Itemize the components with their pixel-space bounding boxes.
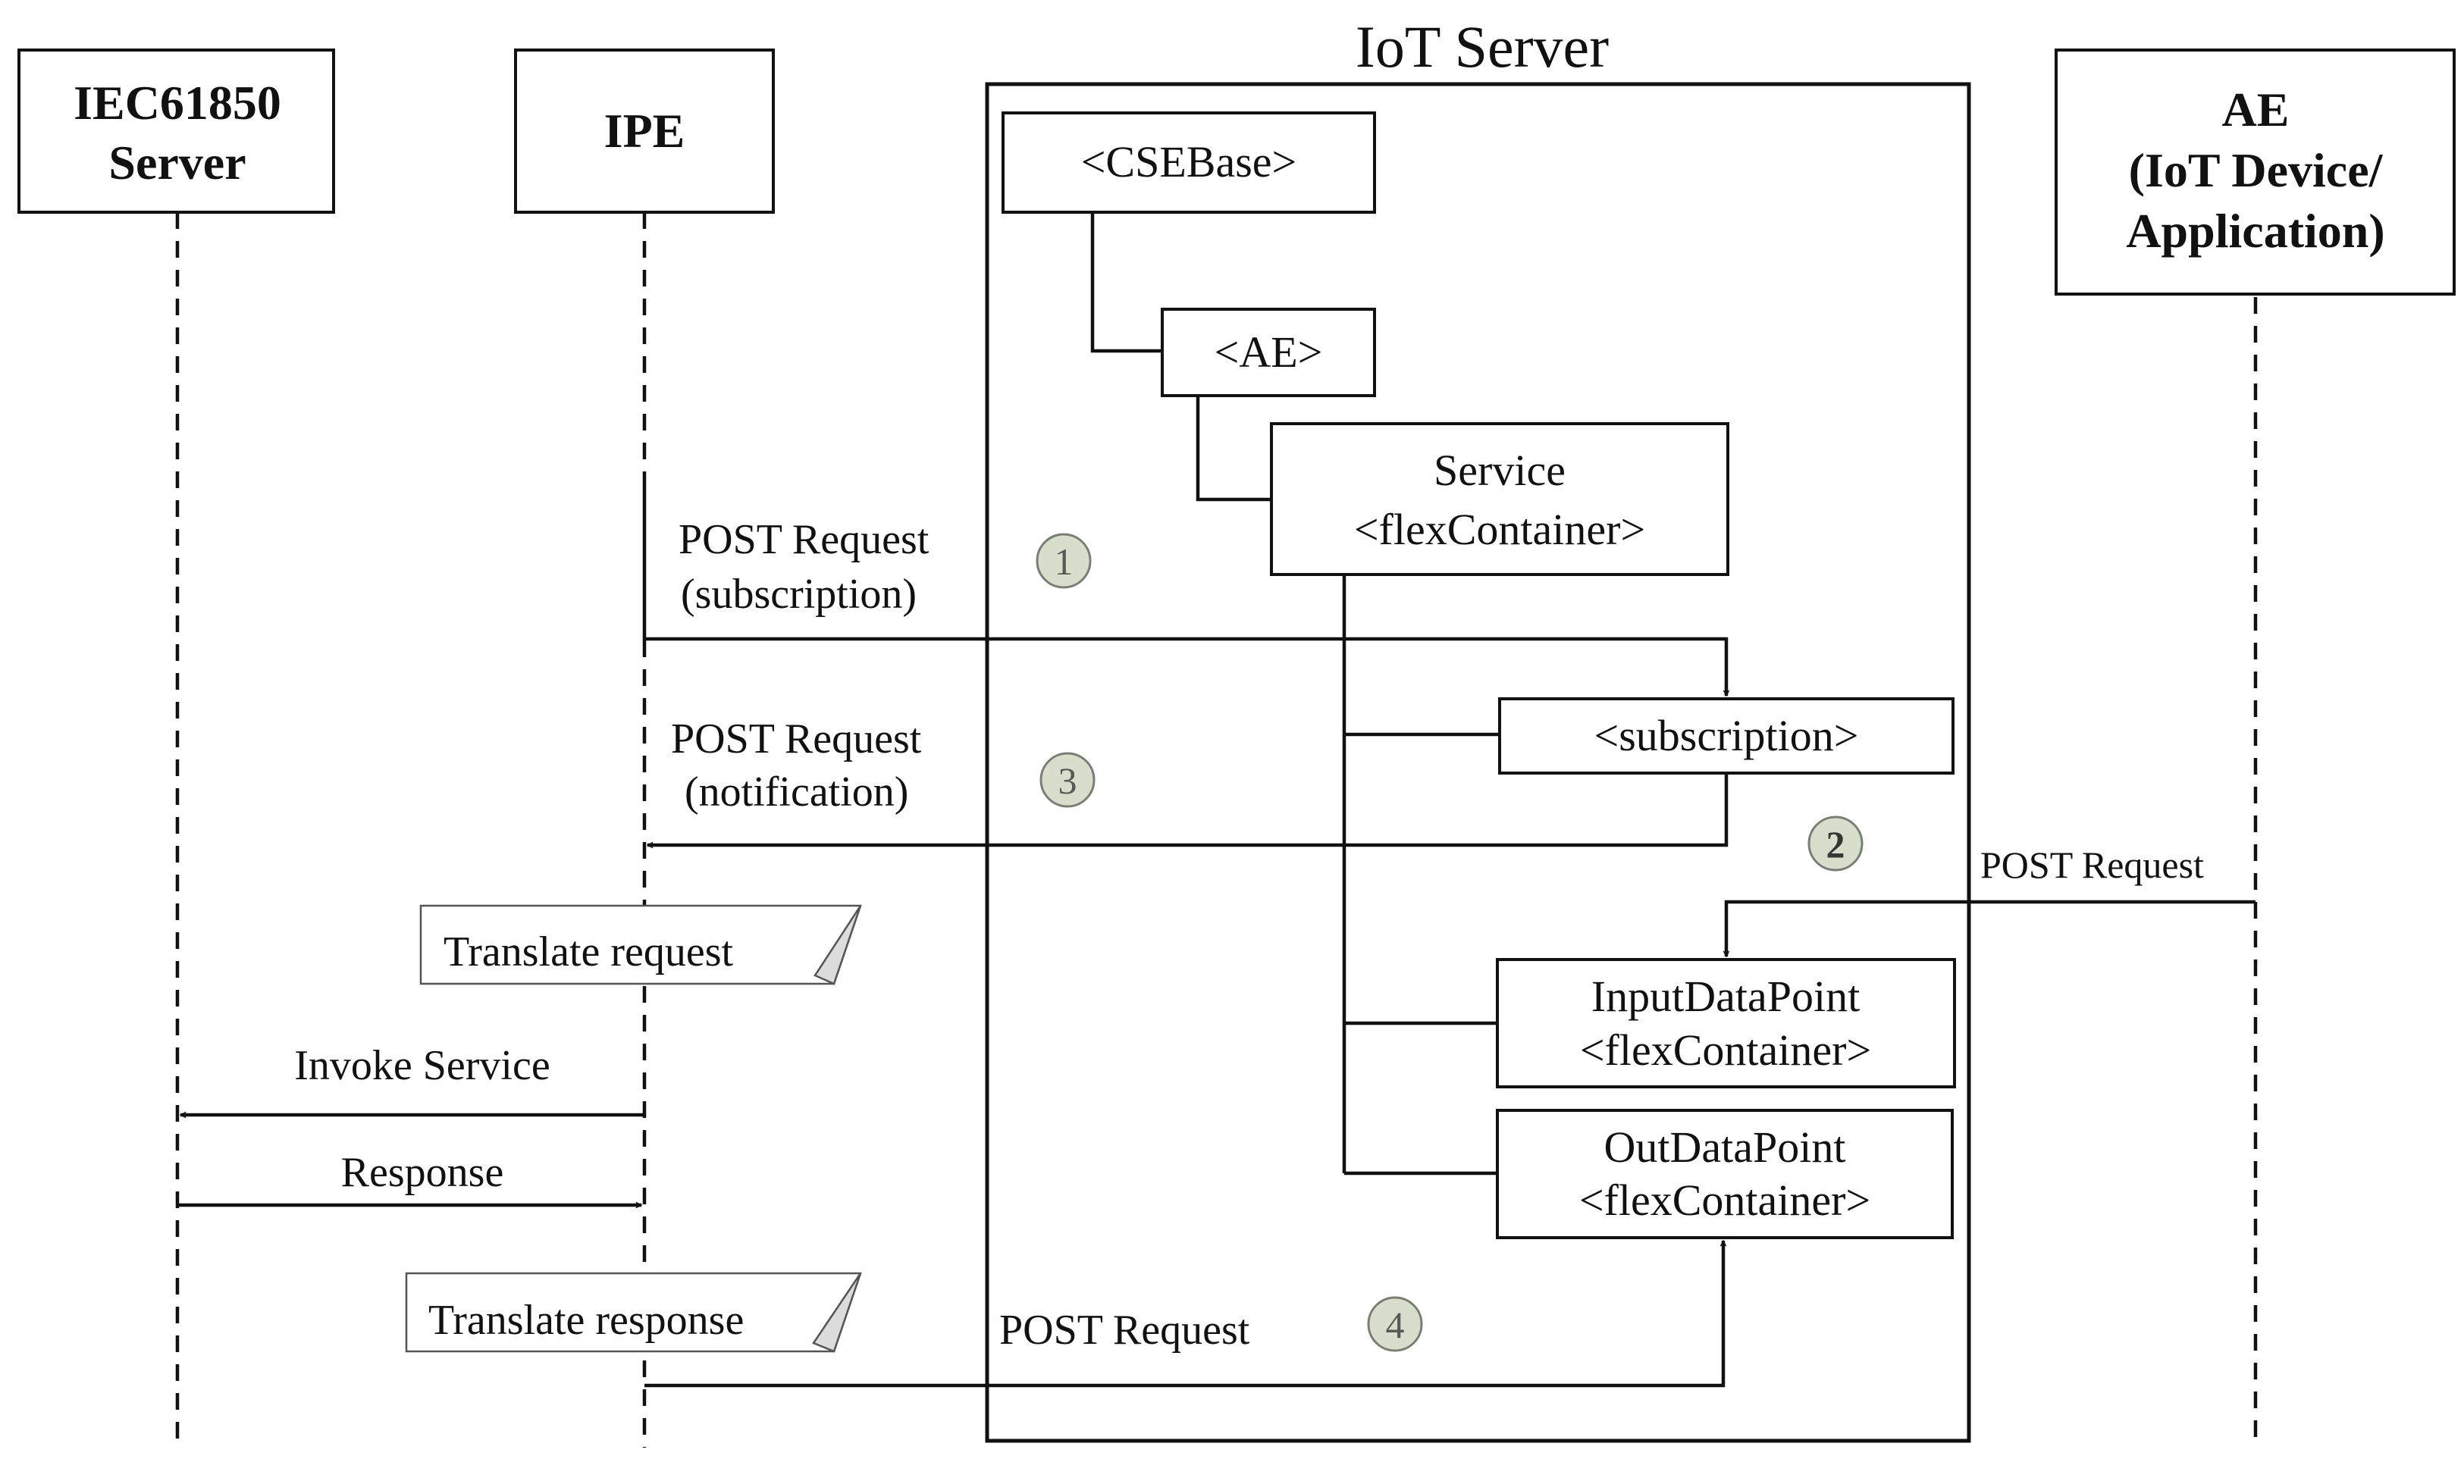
subscription-label: <subscription> bbox=[1594, 711, 1859, 760]
step-marker-2: 2 bbox=[1807, 816, 1864, 872]
translate-response-label: Translate response bbox=[428, 1297, 744, 1344]
cse-base-node: <CSEBase> bbox=[1002, 111, 1376, 214]
message-post-notification: POST Request (notification) bbox=[647, 715, 1729, 845]
step-marker-3: 3 bbox=[1039, 752, 1096, 808]
step-4-number: 4 bbox=[1386, 1304, 1405, 1346]
message-invoke-service: Invoke Service bbox=[180, 1042, 644, 1115]
message-response: Response bbox=[177, 1149, 641, 1205]
post-notification-line2: (notification) bbox=[685, 769, 908, 816]
subscription-node: <subscription> bbox=[1498, 697, 1955, 775]
response-label: Response bbox=[341, 1149, 504, 1196]
ipe-label: IPE bbox=[604, 104, 685, 158]
participant-ipe: IPE bbox=[514, 49, 775, 214]
input-data-point-line2: <flexContainer> bbox=[1580, 1025, 1871, 1075]
participant-ae: AE (IoT Device/ Application) bbox=[2055, 49, 2456, 296]
resource-tree-connectors bbox=[1090, 212, 1500, 1176]
ae-label-line1: AE bbox=[2222, 83, 2290, 136]
service-node: Service <flexContainer> bbox=[1270, 422, 1729, 576]
step-2-number: 2 bbox=[1826, 823, 1845, 866]
out-data-point-node: OutDataPoint <flexContainer> bbox=[1496, 1109, 1954, 1239]
step-marker-1: 1 bbox=[1036, 533, 1092, 589]
note-translate-response: Translate response bbox=[405, 1272, 862, 1353]
input-data-point-line1: InputDataPoint bbox=[1591, 972, 1860, 1021]
iec61850-label-line2: Server bbox=[108, 136, 246, 189]
out-data-point-line2: <flexContainer> bbox=[1579, 1176, 1870, 1225]
ae-label-line2: (IoT Device/ bbox=[2129, 143, 2384, 197]
post-notification-line1: POST Request bbox=[671, 715, 922, 762]
iec61850-label-line1: IEC61850 bbox=[74, 76, 281, 130]
out-data-point-line1: OutDataPoint bbox=[1604, 1122, 1846, 1172]
cse-base-label: <CSEBase> bbox=[1081, 137, 1297, 186]
service-label-line1: Service bbox=[1434, 446, 1566, 495]
step-3-number: 3 bbox=[1058, 759, 1077, 802]
ae-resource-label: <AE> bbox=[1215, 327, 1323, 377]
ae-resource-node: <AE> bbox=[1161, 308, 1376, 397]
post-request-final-label: POST Request bbox=[999, 1307, 1250, 1354]
post-subscription-line2: (subscription) bbox=[681, 571, 917, 618]
step-marker-4: 4 bbox=[1367, 1296, 1423, 1352]
note-translate-request: Translate request bbox=[419, 904, 862, 985]
message-post-from-ae: POST Request bbox=[1726, 844, 2256, 956]
step-1-number: 1 bbox=[1055, 540, 1074, 583]
post-subscription-line1: POST Request bbox=[679, 516, 929, 563]
iot-server-title: IoT Server bbox=[1356, 14, 1609, 80]
service-label-line2: <flexContainer> bbox=[1354, 505, 1645, 554]
message-post-request-final: POST Request bbox=[644, 1241, 1723, 1388]
invoke-service-label: Invoke Service bbox=[294, 1042, 550, 1089]
input-data-point-node: InputDataPoint <flexContainer> bbox=[1496, 958, 1956, 1088]
iot-server-frame: IoT Server bbox=[985, 14, 1971, 1443]
participant-iec61850-server: IEC61850 Server bbox=[17, 49, 335, 214]
ae-label-line3: Application) bbox=[2126, 204, 2384, 258]
message-post-subscription: POST Request (subscription) bbox=[642, 485, 1726, 696]
post-from-ae-label: POST Request bbox=[1980, 844, 2204, 886]
translate-request-label: Translate request bbox=[444, 928, 734, 975]
